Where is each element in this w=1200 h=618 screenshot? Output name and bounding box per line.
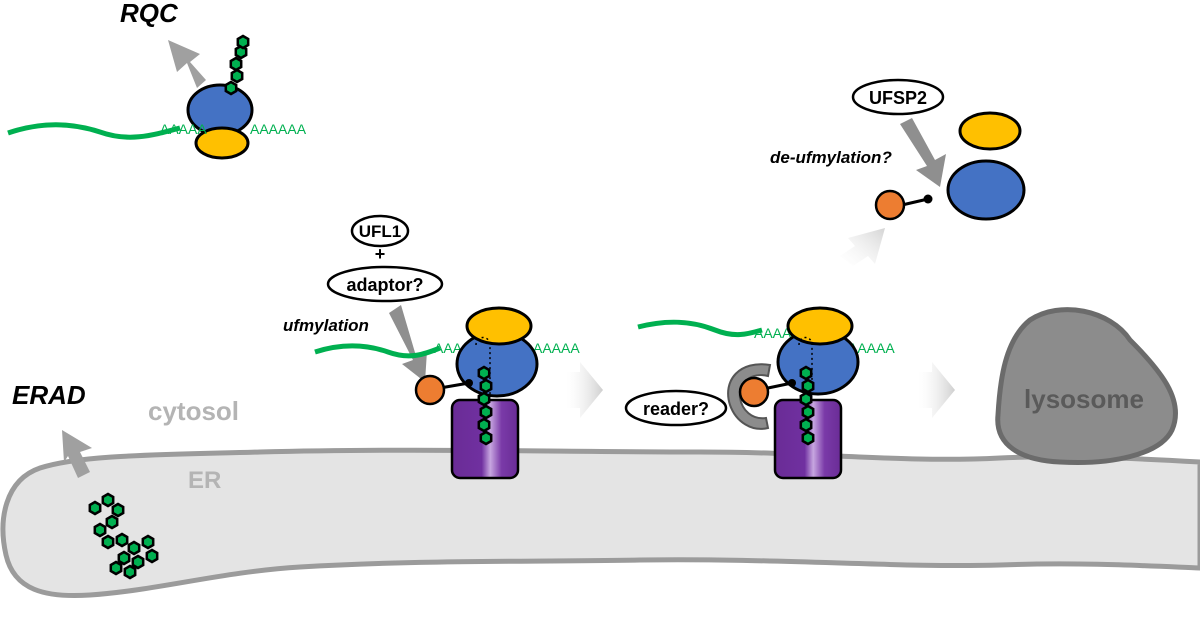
- nascent-peptide-chain: [477, 365, 493, 446]
- er-membrane: [0, 447, 1200, 599]
- amino-acid-residue: [801, 378, 815, 394]
- erad-label: ERAD: [12, 380, 86, 410]
- amino-acid-residue: [479, 378, 493, 394]
- adaptor-label: adaptor?: [346, 275, 423, 295]
- amino-acid-residue: [141, 534, 155, 550]
- amino-acid-residue: [105, 514, 119, 530]
- process-arrow-icon: [918, 362, 955, 418]
- ufmylation-arrow-icon: [389, 305, 427, 382]
- ribosome-small-subunit: [786, 306, 854, 346]
- ribosome-small-subunit: [194, 126, 250, 160]
- ufm1-tag-node: [465, 379, 473, 387]
- ufm1-icon: [414, 374, 446, 406]
- amino-acid-residue: [477, 365, 491, 381]
- amino-acid-residue: [93, 522, 107, 538]
- de-ufmylation-step: UFSP2 de-ufmylation?: [770, 78, 1026, 221]
- amino-acid-residue: [123, 564, 137, 580]
- nascent-peptide-chain: [224, 34, 250, 96]
- amino-acid-residue: [145, 548, 159, 564]
- process-arrow-icon: [566, 362, 603, 418]
- de-ufmylation-arrow-icon: [900, 118, 946, 187]
- lysosome-membrane: [995, 307, 1179, 465]
- er-label: ER: [188, 467, 221, 494]
- amino-acid-residue: [101, 534, 115, 550]
- amino-acid-residue: [229, 56, 243, 72]
- ribosome-small-subunit: [958, 111, 1022, 151]
- amino-acid-residue: [131, 554, 145, 570]
- amino-acid-residue: [801, 404, 815, 420]
- erad-section: ERAD: [12, 380, 159, 580]
- adaptor-bubble[interactable]: [326, 265, 444, 303]
- ufl1-label: UFL1: [359, 222, 402, 241]
- amino-acid-residue: [801, 430, 815, 446]
- amino-acid-residue: [101, 492, 115, 508]
- plus-sign: +: [375, 244, 386, 264]
- amino-acid-residue: [799, 391, 813, 407]
- lysosome: lysosome: [995, 307, 1179, 465]
- mrna-strand: [637, 319, 763, 338]
- amino-acid-residue: [479, 404, 493, 420]
- ufm1-tag-node: [923, 194, 933, 204]
- ribosome-large-subunit: [946, 159, 1026, 221]
- misfolded-protein: [88, 492, 159, 580]
- ufsp2-label: UFSP2: [869, 88, 927, 108]
- ufmylation-label: ufmylation: [283, 316, 369, 335]
- amino-acid-residue: [88, 500, 102, 516]
- ufsp2-bubble[interactable]: [851, 78, 945, 116]
- lysosome-label: lysosome: [1024, 384, 1144, 414]
- amino-acid-residue: [479, 430, 493, 446]
- erad-arrow-icon: [62, 430, 92, 478]
- amino-acid-residue: [799, 365, 813, 381]
- ufm1-icon: [874, 189, 906, 221]
- amino-acid-residue: [230, 68, 244, 84]
- ufl1-bubble[interactable]: [350, 214, 410, 248]
- amino-acid-residue: [236, 34, 250, 50]
- reader-bubble[interactable]: [624, 389, 728, 427]
- mrna-strand: [314, 343, 441, 359]
- amino-acid-residue: [799, 417, 813, 433]
- amino-acid-residue: [477, 417, 491, 433]
- amino-acid-residue: [111, 502, 125, 518]
- polya-tail-left: AAAA: [754, 325, 792, 341]
- rqc-arrow-icon: [168, 40, 206, 88]
- polya-tail-left: AAAAA: [160, 121, 207, 137]
- polya-tail-right: AAAAA: [848, 340, 895, 356]
- nascent-peptide-chain: [799, 365, 815, 446]
- amino-acid-residue: [127, 540, 141, 556]
- amino-acid-residue: [477, 391, 491, 407]
- polya-tail-right: AAAAAA: [250, 121, 307, 137]
- de-ufmylation-label: de-ufmylation?: [770, 148, 892, 167]
- mrna-strand: [7, 122, 181, 140]
- ufmylation-step: UFL1 + adaptor? ufmylation AAAA AAAAA: [283, 214, 580, 480]
- rqc-label: RQC: [120, 0, 179, 28]
- rqc-complex: RQC AAAAA AAAAAA: [7, 0, 307, 160]
- amino-acid-residue: [115, 532, 129, 548]
- ufm1-linker: [767, 381, 793, 390]
- reader-label: reader?: [643, 399, 709, 419]
- ufm1-icon: [738, 376, 770, 408]
- amino-acid-residue: [109, 560, 123, 576]
- cytosol-label: cytosol: [148, 396, 239, 426]
- amino-acid-residue: [224, 80, 238, 96]
- amino-acid-residue: [117, 550, 131, 566]
- polya-tail-right: AAAAA: [533, 340, 580, 356]
- reader-step: AAAA AAAAA reader?: [624, 306, 895, 480]
- ufm1-tag-node: [788, 379, 796, 387]
- process-arrow-icon: [840, 228, 885, 266]
- ribosome-small-subunit: [465, 306, 533, 346]
